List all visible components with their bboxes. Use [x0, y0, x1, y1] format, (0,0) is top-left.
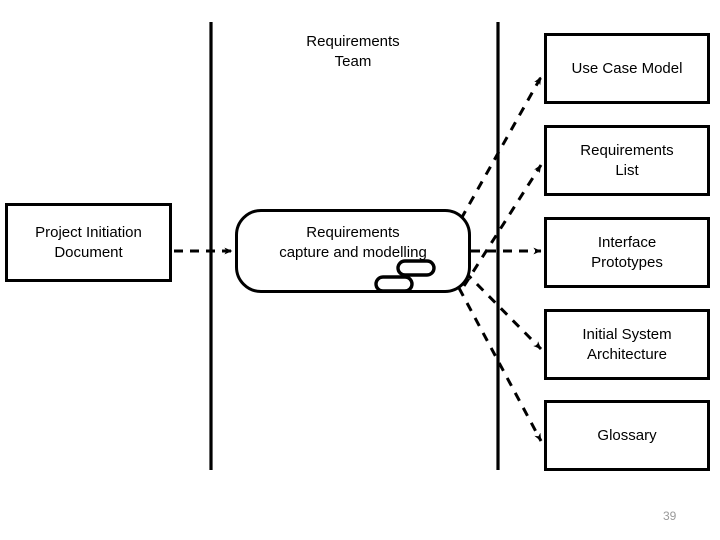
connector-activity-to-use-case-model: [459, 76, 543, 220]
artifact-initial-system-architecture[interactable]: Initial System Architecture: [544, 309, 710, 380]
connector-activity-to-initial-system-architecture: [463, 270, 543, 351]
page-number: 39: [663, 509, 677, 523]
artifact-label: Requirements List: [580, 141, 674, 179]
swimlane-title-requirements-team: Requirements Team: [306, 33, 400, 70]
artifact-requirements-list[interactable]: Requirements List: [544, 125, 710, 196]
artifact-use-case-model[interactable]: Use Case Model: [544, 33, 710, 104]
artifact-label: Use Case Model: [571, 59, 683, 77]
artifact-interface-prototypes[interactable]: Interface Prototypes: [544, 217, 710, 288]
activity-requirements-capture-and-modelling[interactable]: Requirements capture and modelling: [235, 209, 471, 293]
activity-label: Requirements capture and modelling: [279, 224, 427, 261]
artifact-glossary[interactable]: Glossary: [544, 400, 710, 471]
artifact-project-initiation-document[interactable]: Project Initiation Document: [5, 203, 172, 282]
artifact-label: Interface Prototypes: [591, 233, 663, 271]
connector-activity-to-requirements-list: [462, 164, 543, 287]
connector-activity-to-glossary: [457, 287, 543, 442]
artifact-label: Initial System Architecture: [582, 325, 672, 363]
artifact-label: Glossary: [597, 426, 657, 444]
artifact-label: Project Initiation Document: [35, 223, 142, 261]
